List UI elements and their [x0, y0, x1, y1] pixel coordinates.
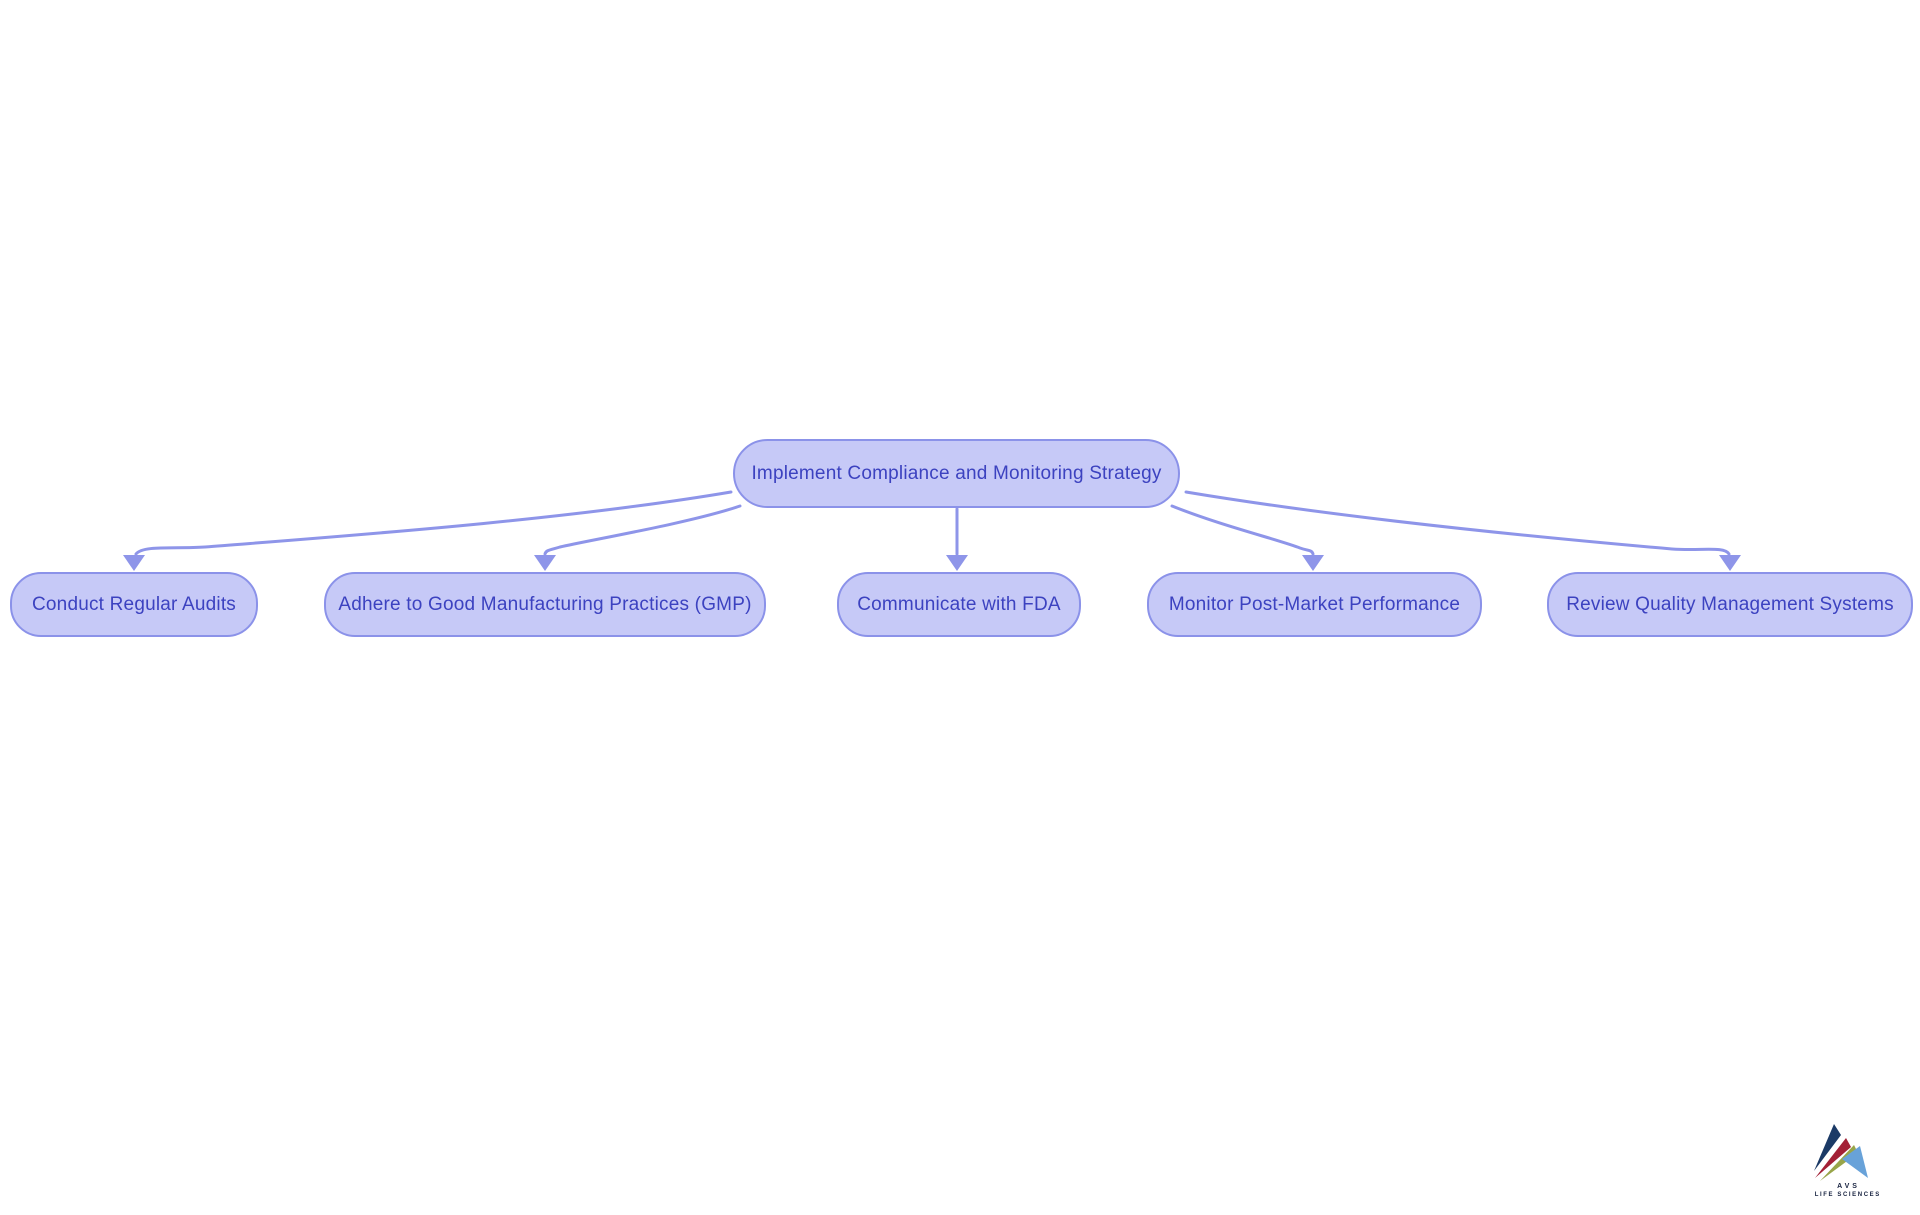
flowchart-node-communicate-with-fda: Communicate with FDA [837, 572, 1081, 637]
flowchart-node-label: Communicate with FDA [857, 593, 1061, 615]
logo-spike-red-icon [1815, 1138, 1851, 1178]
flowchart-node-label: Conduct Regular Audits [31, 593, 237, 615]
flowchart-node-root-label: Implement Compliance and Monitoring Stra… [751, 462, 1162, 484]
flowchart-node-review-quality-mgmt: Review Quality Management Systems [1547, 572, 1913, 637]
flowchart-node-conduct-regular-audits: Conduct Regular Audits [10, 572, 258, 637]
flowchart-node-label: Adhere to Good Manufacturing Practices (… [338, 593, 752, 615]
flowchart-node-adhere-to-gmp: Adhere to Good Manufacturing Practices (… [324, 572, 766, 637]
logo-spike-olive-icon [1820, 1145, 1858, 1181]
brand-tagline: LIFE SCIENCES [1814, 1192, 1881, 1198]
brand-logo-mark [1814, 1124, 1868, 1181]
edge-root-to-child-1 [543, 504, 742, 556]
brand-name: AVS [1837, 1183, 1860, 1190]
logo-spike-navy-icon [1814, 1124, 1841, 1171]
edge-root-to-child-4 [1184, 490, 1731, 556]
flowchart-node-label: Monitor Post-Market Performance [1168, 593, 1461, 615]
arrowhead-child-4 [1719, 555, 1741, 571]
edge-root-to-child-0 [134, 490, 733, 556]
brand-logo: AVS LIFE SCIENCES [1804, 1118, 1890, 1198]
arrowhead-child-3 [1302, 555, 1324, 571]
flowchart-node-label: Review Quality Management Systems [1566, 593, 1894, 615]
edge-root-to-child-3 [1170, 504, 1315, 556]
logo-sail-blue-icon [1842, 1146, 1868, 1178]
arrowhead-child-0 [123, 555, 145, 571]
arrowhead-child-1 [534, 555, 556, 571]
flowchart-node-root: Implement Compliance and Monitoring Stra… [733, 439, 1180, 508]
arrowhead-child-2 [946, 555, 968, 571]
flowchart-node-monitor-post-market: Monitor Post-Market Performance [1147, 572, 1482, 637]
